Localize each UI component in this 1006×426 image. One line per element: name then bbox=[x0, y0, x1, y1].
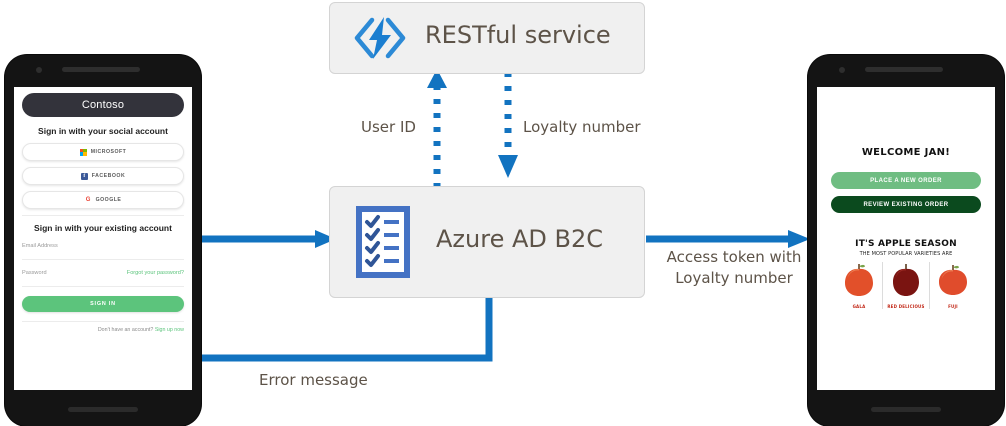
divider bbox=[22, 215, 184, 216]
left-phone-screen: Contoso Sign in with your social account… bbox=[14, 87, 192, 390]
existing-signin-heading: Sign in with your existing account bbox=[34, 223, 172, 233]
front-camera-icon bbox=[36, 67, 42, 73]
apple-icon bbox=[893, 264, 919, 296]
signup-prompt: Don't have an account? bbox=[97, 327, 154, 333]
front-camera-icon bbox=[839, 67, 845, 73]
apple-variety-row: GALA RED DELICIOUS FUJI bbox=[817, 262, 995, 309]
left-phone: Contoso Sign in with your social account… bbox=[5, 55, 201, 426]
place-new-order-button[interactable]: PLACE A NEW ORDER bbox=[831, 172, 981, 189]
apple-variety-red-delicious[interactable]: RED DELICIOUS bbox=[882, 262, 929, 309]
earpiece-speaker bbox=[62, 67, 140, 72]
microsoft-icon bbox=[79, 148, 87, 156]
box-restful-service[interactable]: RESTful service bbox=[329, 2, 645, 74]
box-restful-service-label: RESTful service bbox=[425, 21, 611, 49]
right-phone: WELCOME JAN! PLACE A NEW ORDER REVIEW EX… bbox=[808, 55, 1004, 426]
email-field[interactable]: Email Address bbox=[22, 240, 184, 260]
connector-label-error-message: Error message bbox=[259, 371, 368, 389]
app-title-bar: Contoso bbox=[22, 93, 184, 117]
promo-heading: IT'S APPLE SEASON bbox=[855, 239, 957, 249]
right-phone-screen: WELCOME JAN! PLACE A NEW ORDER REVIEW EX… bbox=[817, 87, 995, 390]
sign-in-button-label: SIGN IN bbox=[90, 301, 116, 307]
forgot-password-link[interactable]: Forgot your password? bbox=[126, 270, 184, 276]
social-button-google[interactable]: G GOOGLE bbox=[22, 191, 184, 209]
connector-access-token bbox=[646, 230, 810, 248]
home-bar bbox=[68, 407, 138, 412]
signup-row: Don't have an account? Sign up now bbox=[22, 321, 184, 333]
connector-label-user-id: User ID bbox=[361, 118, 416, 136]
social-button-facebook[interactable]: f FACEBOOK bbox=[22, 167, 184, 185]
email-field-placeholder: Email Address bbox=[22, 243, 58, 249]
apple-variety-gala-label: GALA bbox=[852, 304, 866, 309]
apple-variety-gala[interactable]: GALA bbox=[836, 262, 882, 309]
earpiece-speaker bbox=[865, 67, 943, 72]
checklist-icon bbox=[352, 203, 414, 281]
place-new-order-label: PLACE A NEW ORDER bbox=[870, 177, 942, 184]
apple-icon bbox=[939, 265, 967, 295]
connector-label-access-token-l1: Access token with bbox=[666, 248, 802, 266]
social-button-google-label: GOOGLE bbox=[95, 197, 122, 203]
connector-label-access-token-l2: Loyalty number bbox=[675, 269, 793, 287]
connector-error-message bbox=[197, 296, 493, 362]
social-button-microsoft[interactable]: MICROSOFT bbox=[22, 143, 184, 161]
connector-signin bbox=[196, 230, 336, 248]
promo-subheading: THE MOST POPULAR VARIETIES ARE bbox=[859, 251, 953, 257]
password-field-placeholder: Password bbox=[22, 270, 47, 276]
signup-link[interactable]: Sign up now bbox=[154, 327, 184, 333]
box-azure-ad-b2c[interactable]: Azure AD B2C bbox=[329, 186, 645, 298]
facebook-icon: f bbox=[80, 172, 88, 180]
azure-function-icon bbox=[354, 15, 406, 61]
google-icon: G bbox=[85, 196, 91, 203]
connector-label-loyalty-number: Loyalty number bbox=[523, 118, 641, 136]
password-field[interactable]: Password Forgot your password? bbox=[22, 267, 184, 287]
app-title: Contoso bbox=[81, 99, 125, 111]
box-azure-ad-b2c-label: Azure AD B2C bbox=[436, 225, 603, 253]
apple-icon bbox=[845, 264, 873, 296]
sign-in-button[interactable]: SIGN IN bbox=[22, 296, 184, 312]
review-existing-order-label: REVIEW EXISTING ORDER bbox=[863, 201, 949, 208]
home-bar bbox=[871, 407, 941, 412]
apple-variety-fuji[interactable]: FUJI bbox=[929, 262, 976, 309]
connector-loyalty-number bbox=[498, 72, 518, 178]
review-existing-order-button[interactable]: REVIEW EXISTING ORDER bbox=[831, 196, 981, 213]
connector-user-id bbox=[427, 69, 447, 188]
welcome-heading: WELCOME JAN! bbox=[861, 147, 951, 158]
apple-variety-fuji-label: FUJI bbox=[948, 304, 958, 309]
social-signin-heading: Sign in with your social account bbox=[38, 126, 168, 136]
apple-variety-red-delicious-label: RED DELICIOUS bbox=[887, 304, 925, 309]
social-button-microsoft-label: MICROSOFT bbox=[90, 149, 127, 155]
social-button-facebook-label: FACEBOOK bbox=[91, 173, 126, 179]
